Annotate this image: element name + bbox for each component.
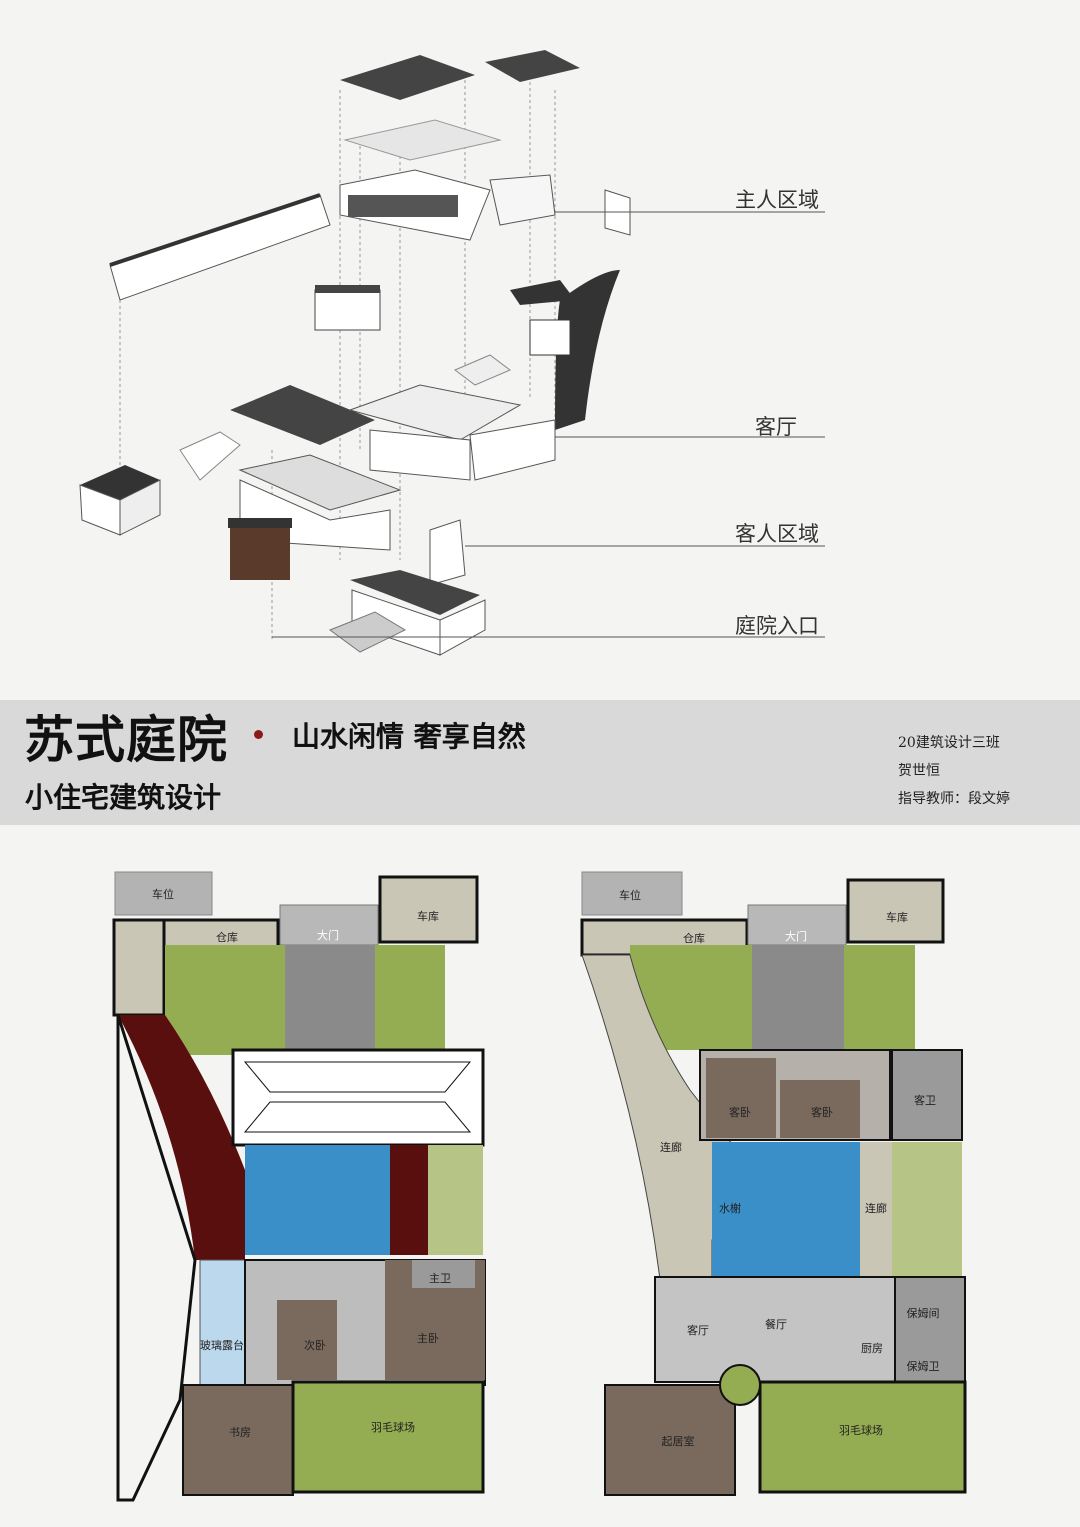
title-separator-dot xyxy=(254,730,263,739)
room-label-study: 书房 xyxy=(229,1426,251,1439)
room-label-master-bedroom: 主卧 xyxy=(417,1332,439,1345)
plan-upper xyxy=(112,871,486,1502)
room-label-second-bedroom: 次卧 xyxy=(304,1339,326,1352)
room-label-kitchen: 厨房 xyxy=(861,1342,883,1355)
room-label-nanny-bath: 保姆卫 xyxy=(906,1360,940,1373)
roof-master xyxy=(340,55,475,100)
callout-courtyard-entrance: 庭院入口 xyxy=(735,614,819,638)
room-label-waterside-pavilion: 水榭 xyxy=(719,1202,741,1215)
callout-living-room: 客厅 xyxy=(755,415,797,439)
room-label-main-gate: 大门 xyxy=(317,929,339,942)
room-label-corridor-east: 连廊 xyxy=(865,1202,887,1215)
room-label-guest-bedroom-1: 客卧 xyxy=(729,1106,751,1119)
room-label-living-room: 客厅 xyxy=(687,1324,709,1337)
room-label-badminton-court: 羽毛球场 xyxy=(839,1424,883,1437)
room-label-dining-room: 餐厅 xyxy=(765,1318,787,1331)
class-name: 20建筑设计三班 xyxy=(898,735,1000,751)
exploded-axonometric-drawing xyxy=(79,50,825,656)
callout-master-area: 主人区域 xyxy=(735,188,819,212)
room-label-garage: 车库 xyxy=(417,910,439,923)
room-label-corridor-west: 连廊 xyxy=(660,1141,682,1154)
callout-guest-area: 客人区域 xyxy=(735,522,819,546)
room-label-glass-terrace: 玻璃露台 xyxy=(200,1339,244,1352)
advisor-name: 指导教师：段文婷 xyxy=(898,791,1010,807)
project-title: 苏式庭院 xyxy=(24,711,228,769)
room-label-nanny-room: 保姆间 xyxy=(906,1307,940,1320)
room-label-main-gate: 大门 xyxy=(785,930,807,943)
project-slogan: 山水闲情 奢享自然 xyxy=(292,720,526,753)
room-label-master-bath: 主卫 xyxy=(429,1272,451,1285)
room-label-parking: 车位 xyxy=(152,888,174,901)
room-label-parking: 车位 xyxy=(619,889,641,902)
room-label-family-room: 起居室 xyxy=(661,1435,695,1448)
room-label-garage: 车库 xyxy=(886,911,908,924)
room-label-guest-bedroom-2: 客卧 xyxy=(811,1106,833,1119)
plan-ground xyxy=(580,871,967,1496)
room-label-guest-bath: 客卫 xyxy=(914,1094,936,1107)
project-subtitle: 小住宅建筑设计 xyxy=(25,781,222,814)
room-label-storage: 仓库 xyxy=(216,931,238,944)
room-label-badminton-court: 羽毛球场 xyxy=(371,1421,415,1434)
author-name: 贺世恒 xyxy=(898,763,940,779)
title-band xyxy=(0,700,1080,825)
room-label-storage: 仓库 xyxy=(683,932,705,945)
